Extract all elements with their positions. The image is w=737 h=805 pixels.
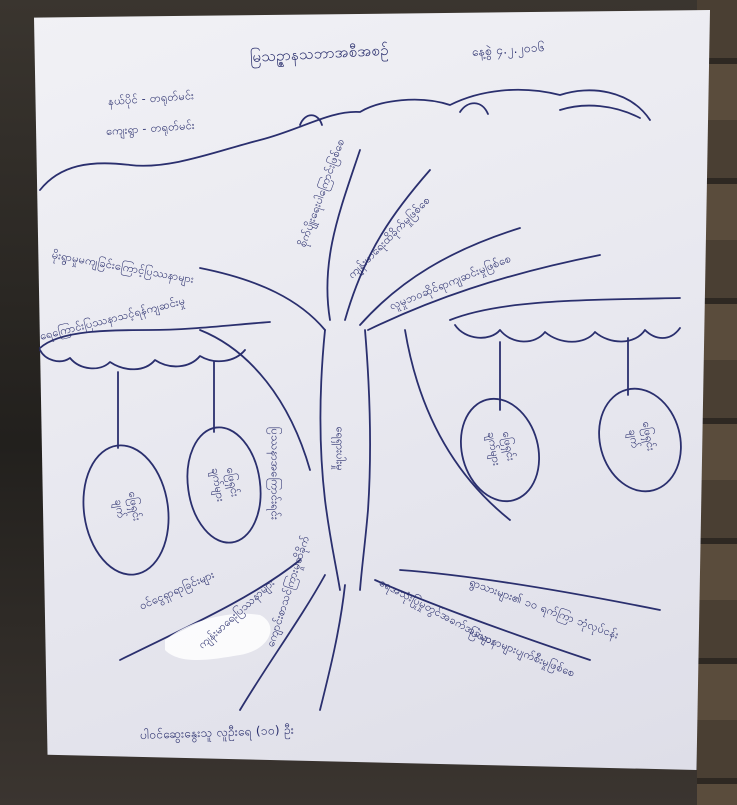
root-3 xyxy=(319,584,346,711)
root-1 xyxy=(119,559,301,661)
branch-upper-3 xyxy=(344,169,431,321)
branch-right-curve xyxy=(404,329,511,521)
branch-upper-5 xyxy=(367,254,601,331)
canopy-outline xyxy=(39,88,651,191)
correction-tape xyxy=(165,613,271,660)
paper-sheet xyxy=(34,10,710,770)
left-canopy xyxy=(39,321,271,349)
root-5 xyxy=(399,569,661,611)
right-canopy-scallops xyxy=(454,324,681,343)
trunk-label-right: ရေရှားပါးမှု xyxy=(333,426,347,471)
branch-upper-1 xyxy=(199,267,326,331)
fruit-left-2 xyxy=(186,426,262,544)
canopy-scallop xyxy=(459,102,489,115)
trunk-left xyxy=(319,329,341,591)
fruit-left-1 xyxy=(82,444,170,576)
branch-upper-4 xyxy=(359,227,521,326)
trunk-label-left: ပြဿနာအကြောင်းရင်း xyxy=(268,426,282,521)
branch-upper-2 xyxy=(326,149,361,321)
fruit-right-1 xyxy=(460,397,540,503)
canopy-scallop xyxy=(299,114,323,126)
branch-left-curve xyxy=(199,329,311,471)
right-canopy xyxy=(449,297,681,321)
canopy-edge-right xyxy=(559,104,641,119)
root-2 xyxy=(239,574,326,711)
root-4 xyxy=(374,579,591,661)
fruit-right-2 xyxy=(598,387,682,493)
left-canopy-scallops xyxy=(39,349,246,371)
trunk-right xyxy=(359,329,372,591)
